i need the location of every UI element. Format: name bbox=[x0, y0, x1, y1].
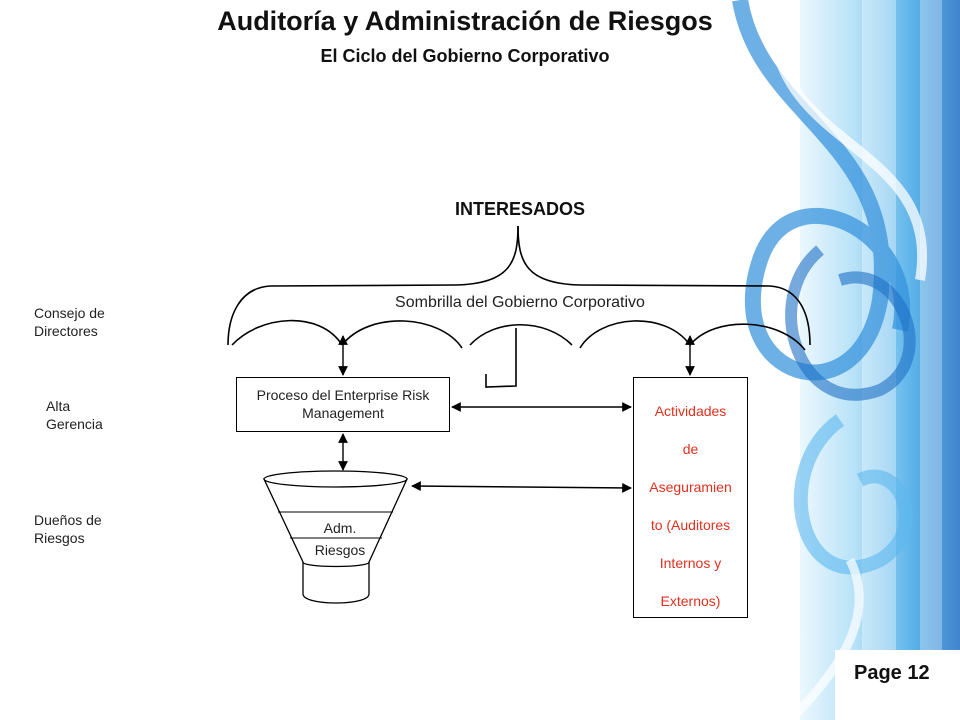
level-senior-management-label: Alta Gerencia bbox=[46, 398, 103, 432]
umbrella-rib bbox=[341, 320, 463, 349]
umbrella-rib bbox=[469, 323, 573, 346]
slide-subtitle: El Ciclo del Gobierno Corporativo bbox=[320, 46, 610, 66]
stakeholder-brace bbox=[227, 225, 519, 346]
stakeholder-brace-right bbox=[517, 225, 811, 346]
erm-process-box: Proceso del Enterprise Risk Management bbox=[236, 377, 450, 432]
page-number: Page 12 bbox=[854, 662, 930, 684]
assurance-activities-label: Actividades de Aseguramien to (Auditores… bbox=[649, 403, 732, 609]
umbrella-rib bbox=[579, 320, 691, 349]
slide-title: Auditoría y Administración de Riesgos bbox=[217, 6, 713, 36]
umbrella-rib bbox=[689, 323, 806, 351]
umbrella-label: Sombrilla del Gobierno Corporativo bbox=[395, 294, 645, 311]
assurance-activities-box: Actividades de Aseguramien to (Auditores… bbox=[633, 377, 748, 618]
level-risk-owners-label: Dueños de Riesgos bbox=[34, 512, 102, 546]
arrow-funnel-assurance bbox=[411, 481, 632, 493]
umbrella-rib bbox=[231, 319, 343, 346]
risk-admin-label: Adm. Riesgos bbox=[314, 520, 366, 558]
umbrella-handle bbox=[485, 328, 517, 388]
risk-funnel-shape bbox=[262, 470, 409, 604]
stakeholders-label: INTERESADOS bbox=[454, 199, 586, 219]
level-board-label: Consejo de Directores bbox=[34, 305, 105, 339]
erm-process-label: Proceso del Enterprise Risk Management bbox=[256, 387, 430, 421]
